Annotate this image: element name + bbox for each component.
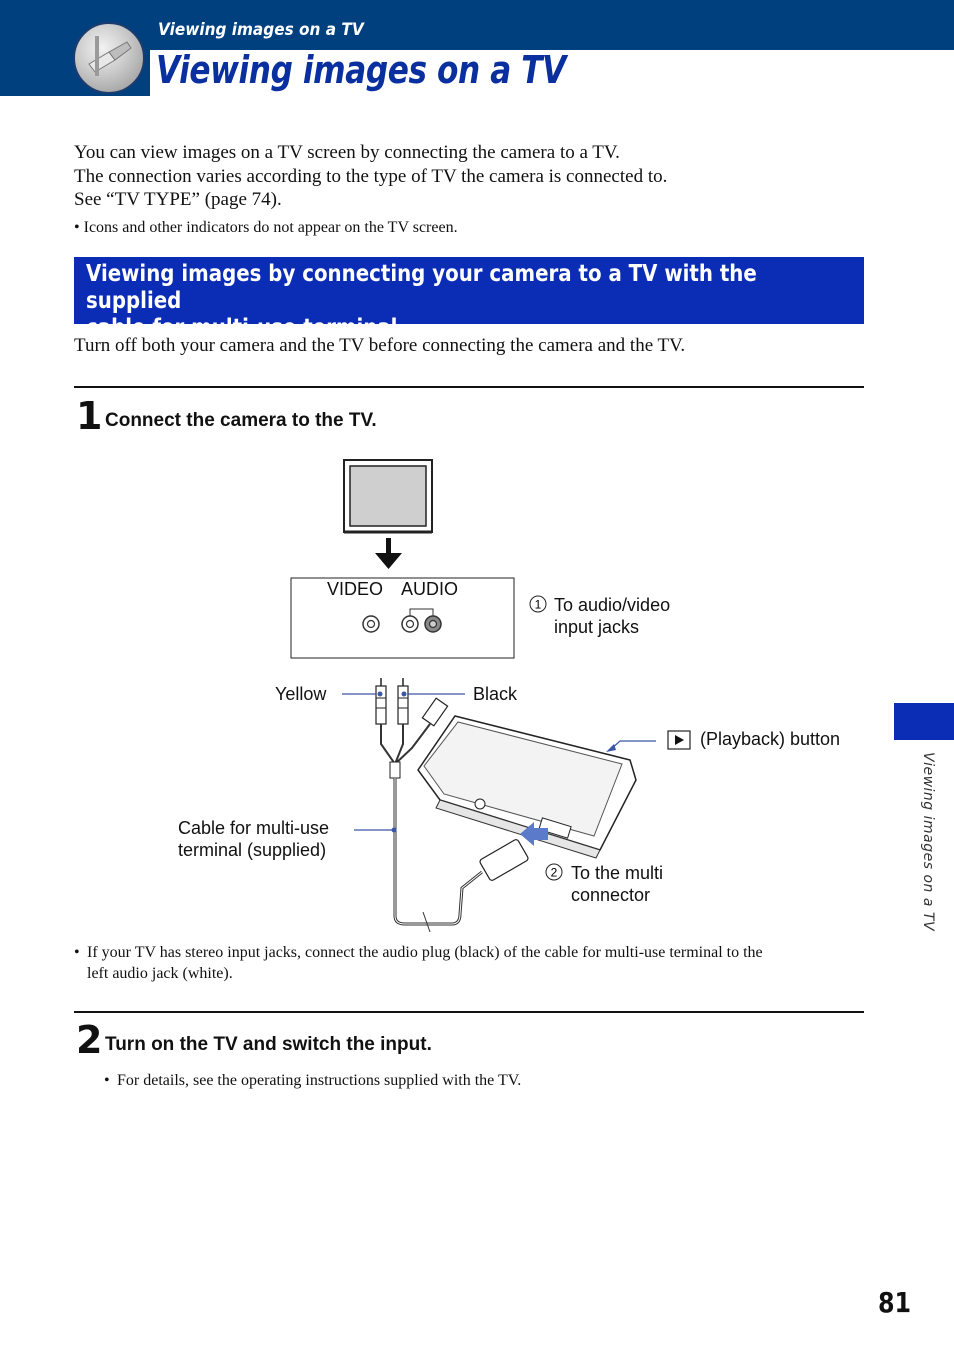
tv-illustration [343,459,433,534]
callout-1-badge: 1 [529,595,547,613]
step-1-number: 1 [76,394,103,438]
step-2-note-text: For details, see the operating instructi… [117,1072,522,1089]
step-2-label: Turn on the TV and switch the input. [105,1034,432,1055]
insert-arrow-icon [520,822,548,846]
down-arrow-icon [375,538,402,569]
intro-line-2: The connection varies according to the t… [74,165,668,187]
usb-plug [421,697,449,727]
connection-diagram: 1 2 [290,459,691,933]
tv-chapter-icon [73,22,145,94]
step-2-note: • For details, see the operating instruc… [104,1070,804,1091]
bullet: • [74,944,80,961]
step-1-note: • If your TV has stereo input jacks, con… [74,942,864,984]
audio-label: AUDIO [401,579,459,599]
header-band [0,0,954,50]
page-number: 81 [878,1286,912,1319]
callout-1-number: 1 [535,598,542,612]
section-instruction: Turn off both your camera and the TV bef… [74,335,686,356]
callout-2-text: To the multi connector [571,862,663,906]
jack-panel [290,577,515,659]
section-heading-line-2: cable for multi-use terminal [86,315,398,341]
video-jack-icon [362,615,380,633]
intro-text: You can view images on a TV screen by co… [74,141,667,239]
yellow-plug [375,678,387,725]
step-1-note-line-1: If your TV has stereo input jacks, conne… [87,944,763,961]
callout-2-badge: 2 [545,863,563,881]
camera-illustration [417,715,637,859]
step-1-divider [74,386,864,388]
audio-jack-left-icon [401,615,419,633]
audio-jack-right-icon [424,615,442,633]
breadcrumb: Viewing images on a TV [158,20,364,40]
section-heading: Viewing images by connecting your camera… [74,257,864,341]
intro-note-text: Icons and other indicators do not appear… [83,218,458,236]
bullet: • [74,218,80,236]
intro-line-1: You can view images on a TV screen by co… [74,142,620,163]
cable-plug-icon [88,36,132,76]
video-label: VIDEO [327,579,384,599]
step-1-note-line-2: left audio jack (white). [87,965,233,982]
callout-2-line-1: To the multi [571,863,664,883]
cable-label-line-2: terminal (supplied) [178,840,327,860]
multi-connector-plug [479,839,529,881]
step-2-divider [74,1011,864,1013]
callout-2-number: 2 [551,866,558,880]
callout-1-line-2: input jacks [554,617,640,637]
cable-label: Cable for multi-use terminal (supplied) [178,817,329,861]
yellow-label: Yellow [275,684,327,704]
intro-note: • Icons and other indicators do not appe… [74,216,667,240]
side-tab-label: Viewing images on a TV [920,752,936,932]
callout-1-text: To audio/video input jacks [554,594,670,638]
playback-button-label: (Playback) button [700,729,841,749]
intro-line-3: See “TV TYPE” (page 74). [74,189,282,210]
bullet: • [104,1072,110,1089]
chapter-side-tab [894,703,954,740]
black-plug [397,678,409,725]
cable-label-line-1: Cable for multi-use [178,818,330,838]
callout-2-line-2: connector [571,885,651,905]
callout-1-line-1: To audio/video [554,595,671,615]
black-label: Black [473,684,518,704]
step-1-label: Connect the camera to the TV. [105,410,377,431]
playback-icon [667,730,691,750]
step-2-number: 2 [76,1018,103,1062]
section-heading-line-1: Viewing images by connecting your camera… [86,261,757,314]
page-title: Viewing images on a TV [156,48,566,92]
